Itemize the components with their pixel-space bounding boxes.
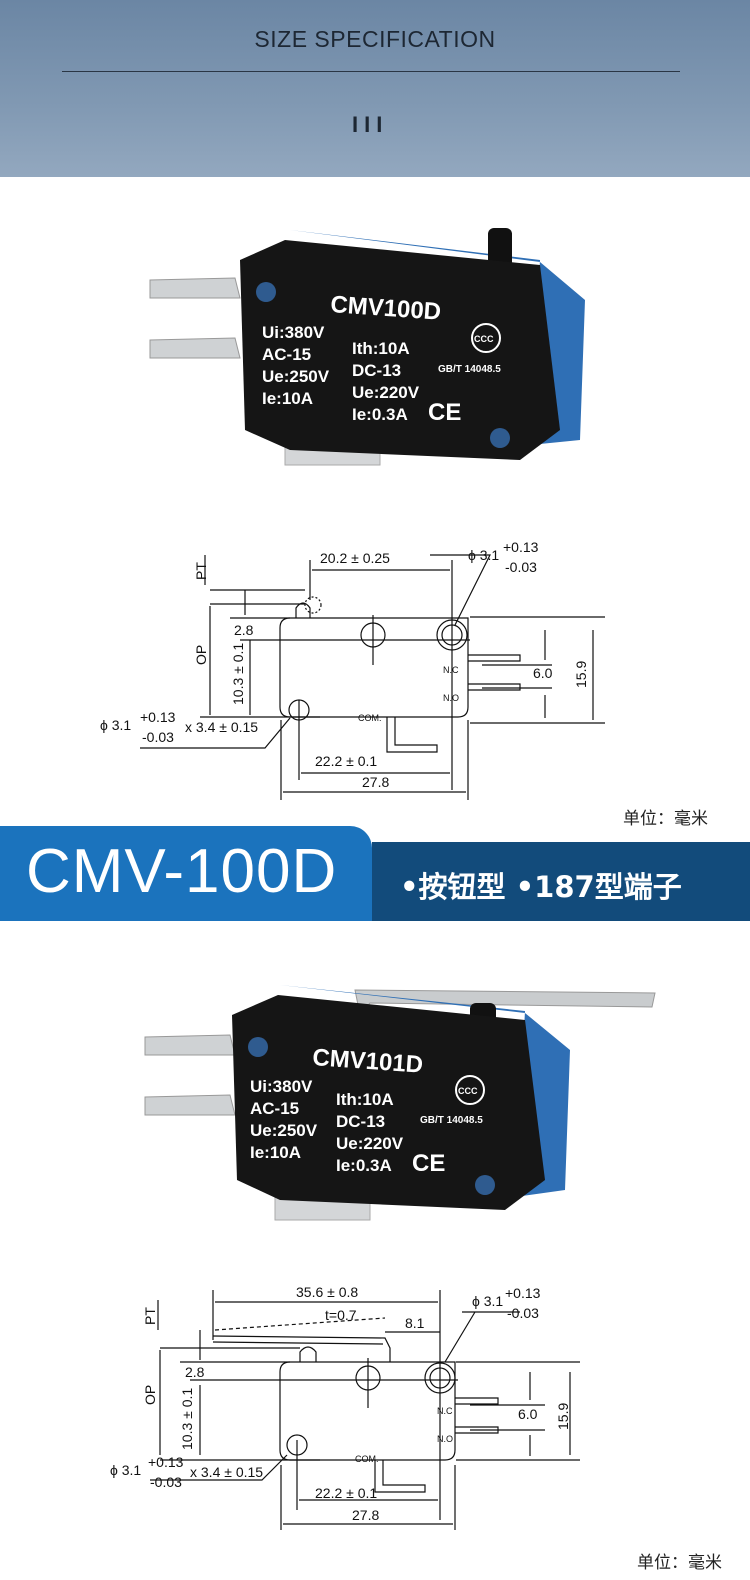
svg-text:OP: OP (193, 645, 209, 665)
svg-text:22.2 ± 0.1: 22.2 ± 0.1 (315, 753, 377, 769)
ccc-mark-icon (471, 323, 501, 353)
svg-text:t=0.7: t=0.7 (325, 1307, 357, 1323)
svg-text:ϕ 3.1: ϕ 3.1 (472, 1293, 503, 1309)
svg-text:N.O: N.O (437, 1434, 453, 1444)
svg-text:ϕ 3.1: ϕ 3.1 (100, 717, 131, 733)
svg-text:PT: PT (142, 1307, 158, 1325)
ce-mark: CE (412, 1150, 445, 1177)
banner-model: CMV-100D (26, 837, 338, 906)
svg-text:15.9: 15.9 (555, 1403, 571, 1430)
section-title: SIZE SPECIFICATION (254, 26, 496, 52)
svg-text:ϕ 3.1: ϕ 3.1 (110, 1462, 141, 1478)
svg-text:+0.13: +0.13 (148, 1454, 184, 1470)
svg-text:Ith:10A: Ith:10A (352, 339, 410, 358)
svg-text:Ith:10A: Ith:10A (336, 1090, 394, 1109)
svg-text:Ui:380V: Ui:380V (250, 1077, 313, 1096)
svg-text:6.0: 6.0 (533, 665, 553, 681)
svg-text:Ue:220V: Ue:220V (352, 383, 420, 402)
svg-text:GB/T 14048.5: GB/T 14048.5 (438, 364, 501, 375)
svg-text:10.3 ± 0.1: 10.3 ± 0.1 (179, 1388, 195, 1450)
svg-text:PT: PT (193, 562, 209, 580)
svg-text:2.8: 2.8 (234, 622, 254, 638)
svg-text:x 3.4 ± 0.15: x 3.4 ± 0.15 (185, 719, 258, 735)
svg-text:N.C: N.C (443, 665, 459, 675)
svg-text:OP: OP (142, 1385, 158, 1405)
svg-text:Ie:10A: Ie:10A (262, 389, 313, 408)
divider (62, 71, 680, 72)
svg-text:6.0: 6.0 (518, 1406, 538, 1422)
section-marker: III (352, 112, 389, 137)
ccc-mark-icon (455, 1075, 485, 1105)
svg-text:DC-13: DC-13 (336, 1112, 385, 1131)
unit-label: 单位：毫米 (623, 809, 708, 829)
svg-text:Ui:380V: Ui:380V (262, 323, 325, 342)
svg-text:22.2 ± 0.1: 22.2 ± 0.1 (315, 1485, 377, 1501)
svg-text:35.6 ± 0.8: 35.6 ± 0.8 (296, 1284, 358, 1300)
svg-text:+0.13: +0.13 (140, 709, 176, 725)
svg-text:CCC: CCC (458, 1086, 478, 1096)
svg-text:Ue:220V: Ue:220V (336, 1134, 404, 1153)
svg-text:-0.03: -0.03 (507, 1305, 539, 1321)
svg-text:15.9: 15.9 (573, 661, 589, 688)
svg-text:AC-15: AC-15 (250, 1099, 299, 1118)
ce-mark: CE (428, 399, 461, 426)
svg-text:Ue:250V: Ue:250V (262, 367, 330, 386)
svg-text:-0.03: -0.03 (142, 729, 174, 745)
svg-text:27.8: 27.8 (362, 774, 389, 790)
svg-text:AC-15: AC-15 (262, 345, 311, 364)
svg-text:8.1: 8.1 (405, 1315, 425, 1331)
dimension-drawing-cmv101d: 35.6 ± 0.8 t=0.7 8.1 ϕ 3.1 +0.13 -0.03 P… (110, 1284, 580, 1530)
unit-label: 单位：毫米 (637, 1553, 722, 1573)
svg-text:-0.03: -0.03 (505, 559, 537, 575)
svg-text:Ie:0.3A: Ie:0.3A (336, 1156, 392, 1175)
svg-text:Ie:10A: Ie:10A (250, 1143, 301, 1162)
product-image-cmv101d: CMV101D CCC Ui:380V AC-15 Ue:250V Ie:10A… (144, 985, 656, 1221)
svg-text:x 3.4 ± 0.15: x 3.4 ± 0.15 (190, 1464, 263, 1480)
svg-text:+0.13: +0.13 (503, 539, 539, 555)
svg-text:10.3 ± 0.1: 10.3 ± 0.1 (230, 643, 246, 705)
svg-text:+0.13: +0.13 (505, 1285, 541, 1301)
banner-features: •按钮型 •187型端子 (400, 870, 682, 904)
product-image-cmv100d: CMV100D CCC Ui:380V AC-15 Ue:250V Ie:10A… (149, 228, 585, 466)
svg-text:N.C: N.C (437, 1406, 453, 1416)
svg-text:CCC: CCC (474, 334, 494, 344)
section-header: SIZE SPECIFICATION III (0, 0, 750, 177)
svg-text:27.8: 27.8 (352, 1507, 379, 1523)
svg-text:ϕ 3.1: ϕ 3.1 (468, 547, 499, 563)
svg-text:-0.03: -0.03 (150, 1474, 182, 1490)
svg-text:COM.: COM. (355, 1454, 379, 1464)
svg-text:GB/T 14048.5: GB/T 14048.5 (420, 1115, 483, 1126)
svg-text:Ue:250V: Ue:250V (250, 1121, 318, 1140)
model-banner: CMV-100D •按钮型 •187型端子 (0, 826, 750, 921)
dimension-drawing-cmv100d: 20.2 ± 0.25 ϕ 3.1 +0.13 -0.03 PT OP 2.8 … (100, 539, 605, 800)
svg-text:Ie:0.3A: Ie:0.3A (352, 405, 408, 424)
svg-text:N.O: N.O (443, 693, 459, 703)
svg-text:2.8: 2.8 (185, 1364, 205, 1380)
svg-text:COM.: COM. (358, 713, 382, 723)
svg-text:DC-13: DC-13 (352, 361, 401, 380)
svg-text:20.2 ± 0.25: 20.2 ± 0.25 (320, 550, 390, 566)
